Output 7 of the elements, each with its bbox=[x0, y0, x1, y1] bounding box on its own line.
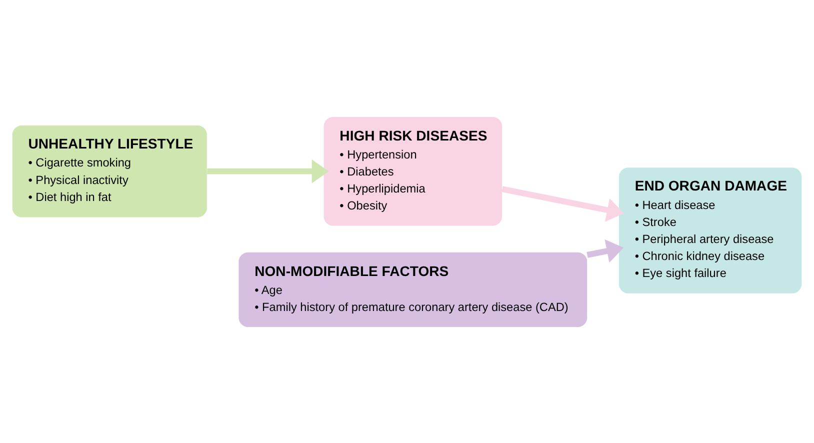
arrow bbox=[586, 238, 624, 262]
node-box: HIGH RISK DISEASES • Hypertension • Diabetes • Hyperlipidemia • Obesity bbox=[324, 116, 502, 226]
node-box: UNHEALTHY LIFESTYLE • Cigarette smoking • Physical inactivity • Diet high in fat bbox=[12, 124, 207, 217]
arrow bbox=[502, 186, 624, 222]
node-box: END ORGAN DAMAGE • Heart disease • Stroke • Peripheral artery disease • Chronic kidney disease • Eye sight failure bbox=[618, 167, 802, 293]
node-box: NON-MODIFIABLE FACTORS • Age • Family history of premature coronary artery disease (CAD) bbox=[238, 252, 588, 327]
arrow bbox=[207, 158, 329, 183]
